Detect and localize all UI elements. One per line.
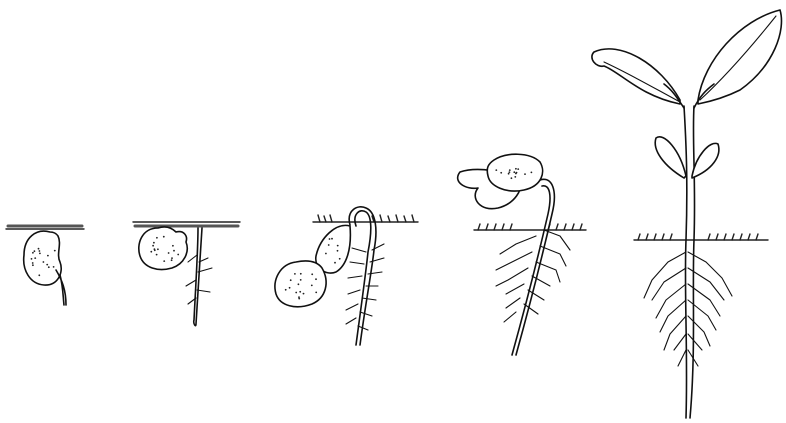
speckle [311,285,313,287]
speckle [54,250,56,252]
speckle [38,248,40,250]
speckle [289,287,291,289]
speckle [300,279,302,281]
speckle [334,262,336,264]
leaf-left [592,49,680,104]
speckle [294,273,296,275]
speckle [311,273,313,275]
cotyledon-right [692,143,719,178]
lateral-roots [644,252,732,366]
speckle [495,169,497,171]
speckle [32,264,34,266]
lateral-roots [496,230,570,322]
speckle [337,250,339,252]
speckle [298,298,300,300]
speckle [515,168,517,170]
speckle [154,248,156,250]
speckle [513,171,515,173]
seed [24,231,62,285]
speckle [39,253,41,255]
speckle [38,274,40,276]
speckle [47,255,49,257]
soil-hatching [638,234,758,240]
stage-5-seedling-with-leaves [592,10,782,418]
speckle [32,262,34,264]
speckle [34,257,36,259]
speckle [315,292,317,294]
speckle [517,168,519,170]
speckle [152,245,154,247]
speckle [48,266,50,268]
speckle [511,177,513,179]
stage-1-seed-with-radicle [6,226,84,305]
lateral-roots [346,244,384,330]
speckle [339,258,341,260]
speckle [172,245,174,247]
speckle [32,252,34,254]
speckle [300,273,302,275]
seed [139,227,187,270]
speckle [531,172,533,174]
speckle [173,250,175,252]
speckle [295,292,297,294]
speckle [331,238,333,240]
speckle [150,251,152,253]
speckle [509,169,511,171]
speckle [39,250,41,252]
speckle [43,261,45,263]
speckle [303,293,305,295]
speckle [156,254,158,256]
stage-2-primary-root [133,222,240,326]
speckle [299,291,301,293]
speckle [163,236,165,238]
speckle [34,250,36,252]
speckle [46,264,48,266]
speckle [163,260,165,262]
hypocotyl-hook [349,207,376,345]
speckle [285,289,287,291]
seed-coat [275,261,326,307]
speckle [325,253,327,255]
speckle [509,171,511,173]
speckle [31,258,33,260]
speckle [508,173,510,175]
main-stem [684,106,695,418]
speckle [329,238,331,240]
speckle [53,266,55,268]
soil-hatching [318,215,414,222]
speckle [298,283,300,285]
stage-4-cotyledons-above-soil [458,154,586,355]
primary-root [194,228,202,326]
speckle [328,244,330,246]
speckle [171,259,173,261]
speckle [171,257,173,259]
speckle [315,278,317,280]
speckle [153,242,155,244]
cotyledon-left [655,137,686,178]
speckle [524,173,526,175]
speckle [177,254,179,256]
speckle [516,172,518,174]
soil-hatching [478,224,582,230]
speckle [157,248,159,250]
speckle [290,279,292,281]
stage-3-hypocotyl-hook [275,207,418,345]
speckle [168,252,170,254]
speckle [156,237,158,239]
speckle [337,245,339,247]
speckle [500,172,502,174]
speckle [514,176,516,178]
